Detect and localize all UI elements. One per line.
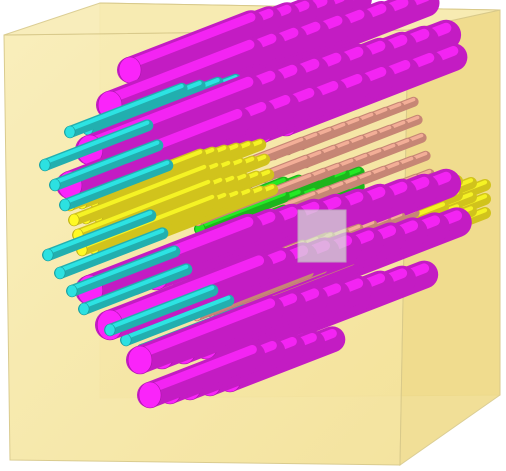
rod-highlight: [135, 298, 276, 359]
cylinder-rod: [78, 263, 193, 316]
rod-highlight: [104, 255, 265, 324]
cylinder-rod: [42, 209, 157, 262]
cylinder-rod: [137, 342, 266, 409]
rod-highlight: [145, 344, 257, 394]
cylinder-rod: [59, 159, 174, 212]
rod-body: [76, 193, 219, 256]
rod-body: [120, 294, 235, 346]
rod-body: [137, 342, 266, 408]
rod-highlight: [105, 39, 255, 104]
rod-body: [42, 209, 157, 261]
cylinder-rod: [54, 227, 169, 280]
rod-body: [59, 159, 174, 211]
cylinder-rod: [126, 295, 285, 375]
rod-end-cap: [39, 158, 51, 172]
rod-body: [49, 139, 164, 191]
rod-end-cap: [104, 323, 116, 337]
rod-highlight: [62, 160, 170, 205]
rod-body: [54, 227, 169, 279]
rod-end-cap: [68, 213, 80, 227]
cylinder-rods: [39, 0, 491, 409]
rod-body: [66, 245, 181, 297]
rod-end-cap: [118, 56, 142, 84]
highlight-cube: [297, 209, 347, 263]
rod-body: [78, 263, 193, 315]
rod-end-cap: [42, 248, 54, 262]
cylinder-rod: [49, 139, 164, 192]
rod-body: [104, 284, 219, 336]
rod-highlight: [52, 140, 160, 185]
rod-highlight: [71, 164, 207, 220]
rod-highlight: [81, 264, 189, 309]
rod-body: [117, 10, 264, 83]
rod-highlight: [67, 83, 184, 132]
rod-highlight: [57, 228, 165, 273]
rod-highlight: [42, 120, 150, 165]
cylinder-rod: [117, 10, 264, 84]
rod-body: [39, 119, 154, 171]
rod-highlight: [107, 285, 215, 330]
rod-body: [68, 163, 211, 226]
cylinder-rod: [66, 245, 181, 298]
rod-end-cap: [59, 198, 71, 212]
cylinder-rod: [39, 119, 154, 172]
rod-highlight: [123, 295, 231, 340]
rod-body: [64, 82, 188, 138]
rod-end-cap: [127, 345, 153, 375]
cylinder-rod: [120, 294, 235, 347]
rod-body: [72, 178, 215, 241]
rod-highlight: [45, 210, 153, 255]
rod-end-cap: [78, 302, 90, 316]
rod-highlight: [69, 246, 177, 291]
rod-body: [194, 190, 290, 235]
rod-highlight: [125, 12, 256, 69]
rod-end-cap: [66, 284, 78, 298]
rod-end-cap: [64, 125, 76, 139]
rod-body: [126, 295, 285, 374]
rod-end-cap: [49, 178, 61, 192]
cylinder-rod: [104, 284, 219, 337]
cylinder-rod: [68, 163, 211, 227]
rod-highlight: [75, 179, 211, 235]
cylinder-rod: [64, 82, 188, 139]
rod-end-cap: [54, 266, 66, 280]
rod-highlight: [197, 191, 286, 229]
rod-end-cap: [138, 381, 162, 409]
rod-body: [96, 37, 264, 119]
